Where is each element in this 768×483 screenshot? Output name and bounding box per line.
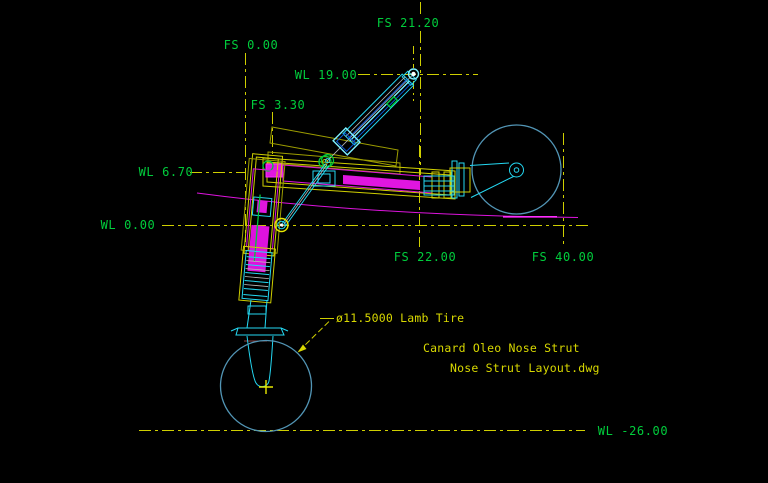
label-fs-0-00[interactable]: FS 0.00 (224, 38, 279, 52)
drawing-file-name[interactable]: Nose Strut Layout.dwg (450, 361, 600, 375)
label-wl-0-00[interactable]: WL 0.00 (101, 218, 156, 232)
drawing-title[interactable]: Canard Oleo Nose Strut (423, 341, 580, 355)
front-tire-circle (219, 339, 313, 433)
label-wl-6-70[interactable]: WL 6.70 (139, 165, 194, 179)
tire-leader-line[interactable] (297, 318, 335, 353)
rod-lower-pivot (274, 217, 289, 233)
oleo-strut[interactable] (237, 153, 286, 304)
annotation-texts[interactable]: ø11.5000 Lamb Tire Canard Oleo Nose Stru… (336, 311, 600, 375)
shock-top-pivot (407, 68, 420, 80)
front-fork[interactable] (230, 299, 289, 388)
rear-rocker-arm[interactable] (423, 160, 524, 199)
reference-label-texts[interactable]: FS 21.20 FS 0.00 WL 19.00 FS 3.30 WL 6.7… (101, 16, 669, 438)
piston-highlight (247, 224, 270, 273)
leader-arrowhead (297, 344, 307, 353)
wl-reference-lines[interactable] (139, 74, 588, 431)
label-fs-22-00[interactable]: FS 22.00 (394, 250, 457, 264)
rear-tire-circle (471, 124, 562, 215)
label-wl-19-00[interactable]: WL 19.00 (295, 68, 358, 82)
front-hub-cross (259, 380, 273, 394)
shock-rod-link[interactable] (274, 163, 330, 233)
shock-lower-pivot-green (320, 153, 335, 168)
label-fs-3-30[interactable]: FS 3.30 (251, 98, 306, 112)
label-wl-neg-26-00[interactable]: WL -26.00 (598, 424, 668, 438)
label-fs-40-00[interactable]: FS 40.00 (532, 250, 595, 264)
rear-arm-pivot (513, 167, 520, 173)
tire-diameter-label[interactable]: ø11.5000 Lamb Tire (336, 311, 464, 325)
arm-piston-highlight (343, 175, 420, 190)
fuselage-contour-curve[interactable] (196, 192, 579, 218)
rear-wheel[interactable] (471, 124, 562, 215)
fs-reference-lines[interactable] (245, 2, 564, 247)
strut-top-pivot-green (262, 160, 274, 172)
trailing-arm-assembly[interactable] (262, 155, 456, 200)
arm-pivot-green (318, 155, 332, 169)
label-fs-21-20[interactable]: FS 21.20 (377, 16, 440, 30)
gas-shock[interactable] (316, 63, 424, 171)
front-wheel[interactable] (219, 339, 313, 433)
